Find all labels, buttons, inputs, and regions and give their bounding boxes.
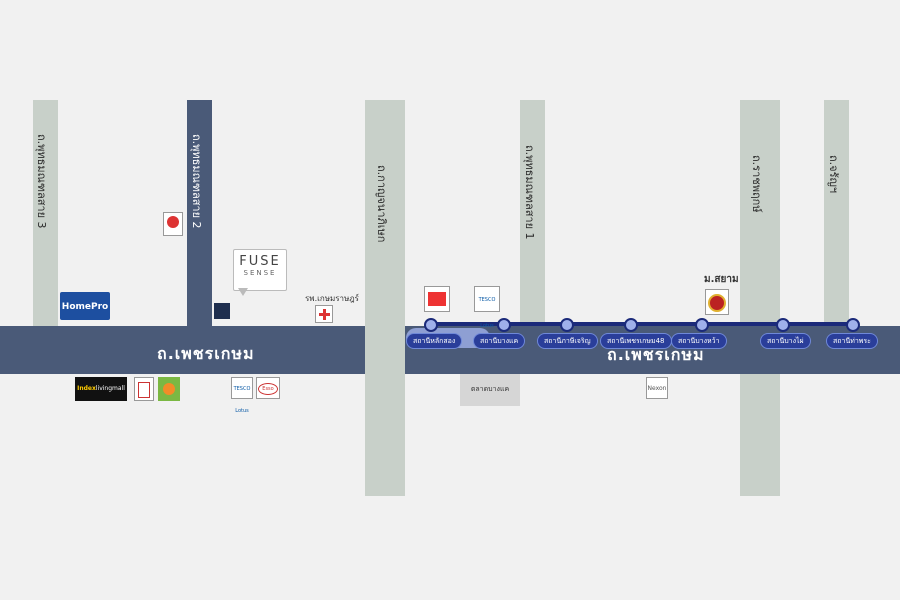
label-main-road-left: ถ.เพชรเกษม: [157, 344, 255, 363]
nexon-text: Nexon: [647, 385, 667, 392]
brt-station-bangkhae[interactable]: สถานีบางแค: [473, 333, 526, 349]
nexon-icon: Nexon: [646, 377, 668, 399]
brt-station-phasicharoen[interactable]: สถานีภาษีเจริญ: [537, 333, 598, 349]
main-road-phetkasem-left: [0, 326, 365, 374]
hospital-icon: [315, 305, 333, 323]
brt-station-thaphra[interactable]: สถานีท่าพระ: [826, 333, 878, 349]
brt-dot-4: [624, 318, 638, 332]
brt-line: [430, 322, 857, 326]
university-label: ม.สยาม: [704, 274, 739, 285]
index-text: Index: [77, 385, 96, 392]
road-charan: [824, 100, 849, 326]
esso-icon: Esso: [256, 377, 280, 399]
road-puttamonthon-3: [33, 100, 58, 326]
brt-dot-5: [695, 318, 709, 332]
index-living-logo: Indexlivingmall: [75, 377, 127, 401]
fuse-sense-callout: FUSE SENSE: [233, 249, 287, 291]
hospital-label: รพ.เกษมราษฎร์: [305, 294, 359, 303]
label-puttamonthon-3: ถ.พุทธมณฑลสาย 3: [35, 134, 48, 229]
brt-station-bangwa[interactable]: สถานีบางหว้า: [671, 333, 727, 349]
brt-dot-6: [776, 318, 790, 332]
brt-station-bangphai[interactable]: สถานีบางไผ่: [760, 333, 811, 349]
homepro-logo: HomePro: [60, 292, 110, 320]
university-icon: [705, 289, 729, 315]
building-icon: [134, 377, 154, 401]
road-ratchaphruek: [740, 100, 780, 496]
fuse-callout-tail: [238, 288, 248, 296]
label-puttamonthon-1: ถ.พุทธมณฑลสาย 1: [523, 145, 536, 240]
tesco-lotus-small-icon: TESCO Lotus: [231, 377, 253, 414]
brt-station-phetkasem48[interactable]: สถานีเพชรเกษม48: [600, 333, 672, 349]
road-kanchanaphisek: [365, 100, 405, 496]
mall-icon: [424, 286, 450, 312]
brt-station-laksong[interactable]: สถานีหลักสอง: [406, 333, 463, 349]
brt-dot-7: [846, 318, 860, 332]
label-puttamonthon-2: ถ.พุทธมณฑลสาย 2: [190, 134, 203, 229]
brt-dot-2: [497, 318, 511, 332]
index-living-text: livingmall: [95, 385, 125, 392]
fuse-brand: FUSE: [239, 254, 281, 269]
market-box: ตลาดบางแค: [460, 374, 520, 406]
label-charan: ถ.จรัญฯ: [827, 155, 840, 194]
road-puttamonthon-1: [520, 100, 545, 326]
road-puttamonthon-2: [187, 100, 212, 326]
market-label: ตลาดบางแค: [470, 385, 510, 393]
orange-shop-icon: [158, 377, 180, 401]
label-main-road-right: ถ.เพชรเกษม: [607, 345, 705, 364]
cross-shop-icon: [163, 212, 183, 236]
brt-dot-1: [424, 318, 438, 332]
fuse-sub: SENSE: [243, 269, 277, 277]
tesco-lotus-small-text: TESCO Lotus: [233, 386, 251, 414]
label-ratchaphruek: ถ.ราชพฤกษ์: [750, 155, 763, 213]
brt-dot-3: [560, 318, 574, 332]
esso-text: Esso: [258, 383, 278, 395]
tesco-lotus-text: TESCO Lotus: [478, 297, 496, 329]
tesco-lotus-icon: TESCO Lotus: [474, 286, 500, 329]
homepro-text: HomePro: [61, 302, 109, 312]
fuse-location-marker[interactable]: [214, 303, 230, 319]
label-kanchanaphisek: ถ.กาญจนาภิเษก: [375, 165, 388, 243]
